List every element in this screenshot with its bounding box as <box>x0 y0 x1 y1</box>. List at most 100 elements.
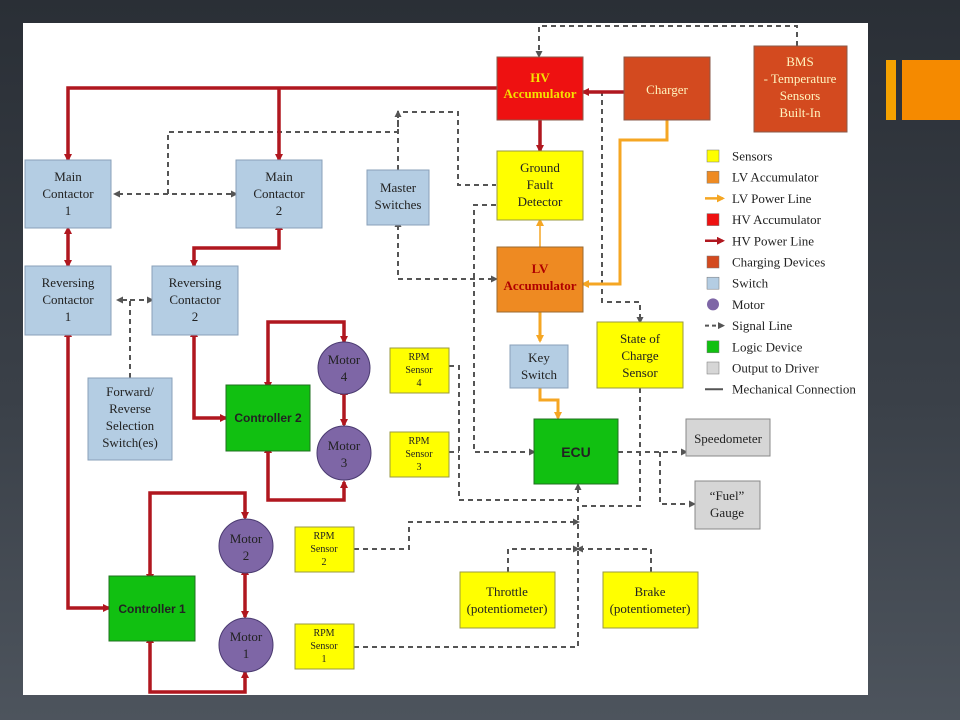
legend-symbol <box>706 149 720 163</box>
rpm2-line-1: RPM <box>313 531 334 542</box>
signal-line-hv-soc <box>583 91 644 324</box>
node-master-switches: Master Switches <box>366 169 430 226</box>
signal-line-soc-ecu <box>578 388 641 507</box>
motor-1-line-1: Motor <box>230 629 263 644</box>
main-contactor-2-line-3: 2 <box>276 203 283 218</box>
legend-item-switch: Switch <box>706 276 769 291</box>
ecu-label: ECU <box>561 444 591 460</box>
rc1-line-2: Contactor <box>42 292 94 307</box>
gfd-line-3: Detector <box>518 194 563 209</box>
hv-line-c1-m1 <box>146 635 249 694</box>
node-motor-3: Motor 3 <box>316 425 372 481</box>
key-switch-line-1: Key <box>528 350 550 365</box>
lv-accumulator-line-1: LV <box>532 261 549 276</box>
throttle-line-2: (potentiometer) <box>467 601 548 616</box>
node-throttle: Throttle (potentiometer) <box>459 571 556 629</box>
rpm3-line-1: RPM <box>408 436 429 447</box>
legend-symbol <box>706 255 720 269</box>
rc2-line-2: Contactor <box>169 292 221 307</box>
node-motor-4: Motor 4 <box>317 341 371 395</box>
signal-line-top-loop <box>167 110 402 194</box>
hv-line-top <box>64 86 497 162</box>
signal-line-rc <box>116 296 131 378</box>
charger-label: Charger <box>646 82 688 97</box>
frs-line-2: Reverse <box>109 401 151 416</box>
node-ecu: ECU <box>533 418 619 485</box>
rc2-line-3: 2 <box>192 309 199 324</box>
legend-item-lv-power-line: LV Power Line <box>705 191 812 206</box>
hv-line-rc2-c2 <box>190 329 228 422</box>
legend-item-lv-accumulator: LV Accumulator <box>706 170 819 185</box>
legend-item-hv-power-line: HV Power Line <box>705 233 814 248</box>
brake-line-2: (potentiometer) <box>610 601 691 616</box>
hv-line-c1-m2 <box>146 491 249 582</box>
rpm4-line-1: RPM <box>408 352 429 363</box>
bms-line-4: Built-In <box>779 105 821 120</box>
legend-label: LV Power Line <box>732 191 812 206</box>
fuel-gauge-line-2: Gauge <box>710 505 744 520</box>
node-main-contactor-2: Main Contactor 2 <box>235 159 323 229</box>
signal-line-throttle <box>507 545 580 572</box>
node-rpm-sensor-3: RPM Sensor 3 <box>389 431 450 478</box>
signal-line-rpm2 <box>354 518 580 550</box>
node-main-contactor-1: Main Contactor 1 <box>24 159 112 229</box>
node-charger: Charger <box>623 56 711 121</box>
rpm2-line-3: 2 <box>322 557 327 568</box>
key-switch-line-2: Switch <box>521 367 558 382</box>
legend-label: Charging Devices <box>732 255 825 270</box>
node-brake: Brake (potentiometer) <box>602 571 699 629</box>
legend-label: HV Power Line <box>732 233 814 248</box>
signal-line-gfd-ecu <box>473 204 536 456</box>
node-rpm-sensor-4: RPM Sensor 4 <box>389 347 450 394</box>
legend-item-sensors: Sensors <box>706 149 772 164</box>
main-contactor-1-line-1: Main <box>54 169 82 184</box>
legend: Sensors LV Accumulator LV Power Line HV Acc… <box>705 149 856 397</box>
soc-line-2: Charge <box>621 348 659 363</box>
master-switches-line-1: Master <box>380 180 417 195</box>
frs-line-4: Switch(es) <box>102 435 158 450</box>
motor-2-line-1: Motor <box>230 531 263 546</box>
motor-4-line-1: Motor <box>328 352 361 367</box>
main-contactor-2-line-2: Contactor <box>253 186 305 201</box>
signal-line-ecu-fuel <box>659 452 696 508</box>
legend-symbol <box>706 361 720 375</box>
master-switches-line-2: Switches <box>375 197 422 212</box>
signal-line-rpm4 <box>449 365 578 501</box>
legend-symbol <box>706 276 720 290</box>
legend-item-signal-line: Signal Line <box>705 318 793 333</box>
legend-label: HV Accumulator <box>732 212 822 227</box>
fuel-gauge-line-1: “Fuel” <box>710 488 745 503</box>
hv-line-c2-m3 <box>264 445 348 502</box>
legend-symbol <box>707 298 719 311</box>
signal-line-brake <box>576 545 652 572</box>
lv-line-key-ecu <box>538 388 562 420</box>
rpm2-line-2: Sensor <box>310 544 338 555</box>
rc1-line-1: Reversing <box>42 275 95 290</box>
signal-lines <box>113 25 798 648</box>
legend-label: LV Accumulator <box>732 170 819 185</box>
legend-item-logic-device: Logic Device <box>706 339 803 354</box>
legend-symbol <box>706 340 720 354</box>
rc2-line-1: Reversing <box>169 275 222 290</box>
node-key-switch: Key Switch <box>509 344 569 389</box>
rpm1-line-3: 1 <box>322 654 327 665</box>
rc1-line-3: 1 <box>65 309 72 324</box>
node-hv-accumulator: HV Accumulator <box>496 56 584 121</box>
gfd-line-1: Ground <box>520 160 560 175</box>
node-ground-fault-detector: Ground Fault Detector <box>496 150 584 221</box>
node-state-of-charge-sensor: State of Charge Sensor <box>596 321 684 389</box>
bms-line-2: - Temperature <box>764 71 837 86</box>
legend-item-output-to-driver: Output to Driver <box>706 361 819 376</box>
motor-2-line-2: 2 <box>243 548 250 563</box>
node-controller-1: Controller 1 <box>108 575 196 642</box>
signal-line-bms-hv <box>535 25 798 58</box>
frs-line-1: Forward/ <box>106 384 154 399</box>
rpm4-line-3: 4 <box>417 378 422 389</box>
node-motor-2: Motor 2 <box>218 518 274 574</box>
hv-line-rc1-c1 <box>64 329 111 612</box>
bms-line-1: BMS <box>786 54 813 69</box>
legend-label: Logic Device <box>732 339 803 354</box>
bms-line-3: Sensors <box>780 88 820 103</box>
hv-line-c2-m4 <box>264 320 348 390</box>
hv-accumulator-line-2: Accumulator <box>504 86 577 101</box>
